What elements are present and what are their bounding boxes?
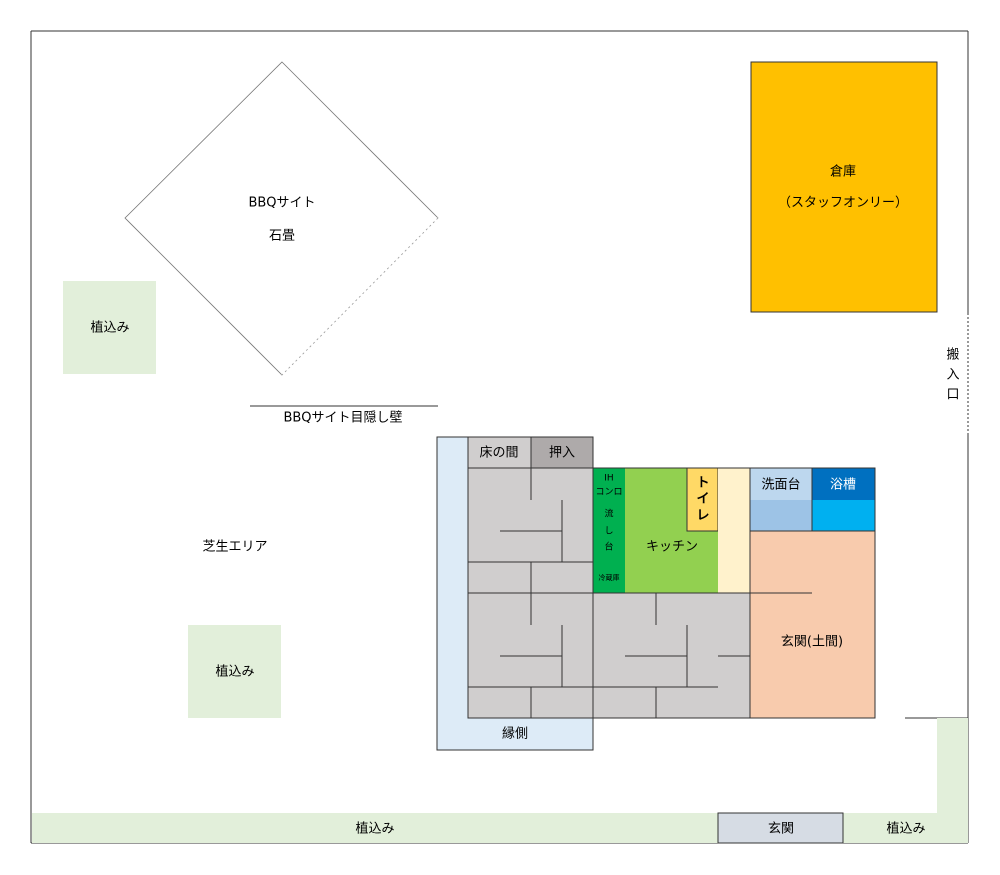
- planting-strip-right: [937, 718, 968, 843]
- entrance-gate[interactable]: [717, 812, 844, 844]
- stove-label: コンロ: [595, 488, 622, 498]
- genkan-label: 玄関(土間): [781, 635, 843, 650]
- bbq-site-label: BBQサイト: [248, 196, 315, 211]
- sink-label-3: 台: [604, 541, 613, 553]
- toilet-label-1: ト: [696, 476, 709, 491]
- planting-bottom-right-label: 植込み: [886, 822, 925, 837]
- fridge-label: 冷蔵庫: [599, 573, 620, 582]
- sink-label-2: し: [604, 526, 613, 537]
- svg-text:搬: 搬: [946, 348, 959, 363]
- planting-bottom-label: 植込み: [355, 822, 394, 837]
- lawn-area-label: 芝生エリア: [202, 539, 267, 555]
- bbq-screen-wall-label: BBQサイト目隠し壁: [283, 411, 402, 426]
- loading-entrance-label: 搬 入 口: [946, 348, 959, 403]
- house: [436, 436, 876, 751]
- bathtub[interactable]: [812, 468, 875, 500]
- sink-counter[interactable]: [593, 468, 625, 593]
- ih-label: IH: [604, 474, 613, 484]
- toilet-label-3: レ: [696, 509, 709, 524]
- storage-note: （スタッフオンリー）: [778, 196, 908, 211]
- hallway: [718, 468, 750, 593]
- bathtub-label: 浴槽: [830, 478, 856, 493]
- engawa-label: 縁側: [502, 726, 528, 742]
- planting-left-lower: [188, 625, 281, 718]
- sink-label-1: 流: [604, 508, 613, 520]
- storage-label: 倉庫: [830, 165, 856, 180]
- planting-left-upper-label: 植込み: [90, 321, 129, 336]
- tokonoma[interactable]: [467, 436, 532, 469]
- svg-text:口: 口: [946, 388, 959, 403]
- planting-left-lower-label: 植込み: [215, 665, 254, 680]
- planting-left-upper: [63, 281, 156, 374]
- genkan-doma[interactable]: [749, 530, 876, 719]
- oshiire-label: 押入: [549, 446, 575, 461]
- entrance-gate-label: 玄関: [768, 822, 794, 837]
- toilet-label-2: イ: [696, 492, 709, 507]
- bbq-surface-label: 石畳: [269, 229, 295, 244]
- bbq-site[interactable]: [124, 61, 439, 376]
- washbasin-label: 洗面台: [761, 478, 800, 493]
- storage-building[interactable]: [750, 61, 938, 313]
- tokonoma-label: 床の間: [479, 446, 518, 461]
- svg-text:入: 入: [946, 368, 959, 383]
- kitchen-label: キッチン: [646, 540, 698, 555]
- washbasin[interactable]: [750, 468, 812, 500]
